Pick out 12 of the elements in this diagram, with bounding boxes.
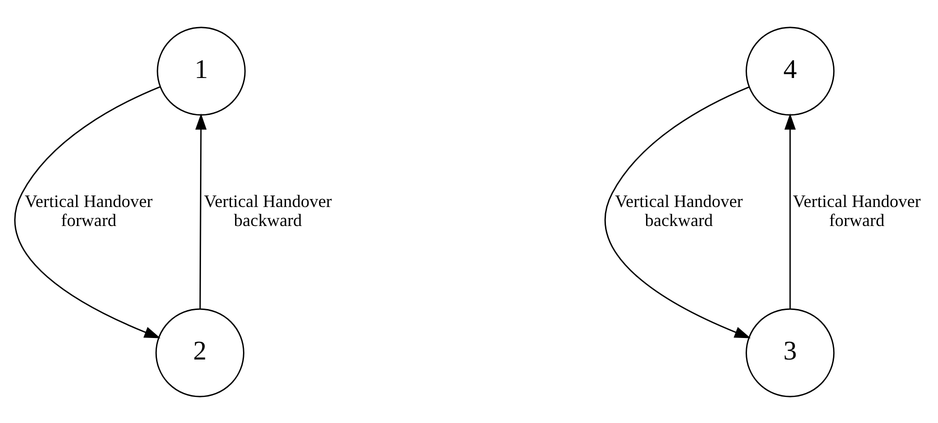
- node-circle: 1: [156, 26, 246, 116]
- edge-label: Vertical Handover forward: [792, 190, 921, 230]
- arrow: [195, 112, 207, 308]
- edge-label: Vertical Handover forward: [24, 190, 153, 230]
- arrow: [784, 112, 796, 308]
- node-circle: 3: [746, 308, 835, 397]
- edge-label: Vertical Handover backward: [204, 190, 332, 230]
- arrow: [14, 86, 161, 338]
- arrow: [604, 86, 751, 338]
- node-circle: 2: [155, 308, 244, 397]
- edge-label: Vertical Handover backward: [615, 190, 743, 230]
- node-circle: 4: [746, 26, 835, 116]
